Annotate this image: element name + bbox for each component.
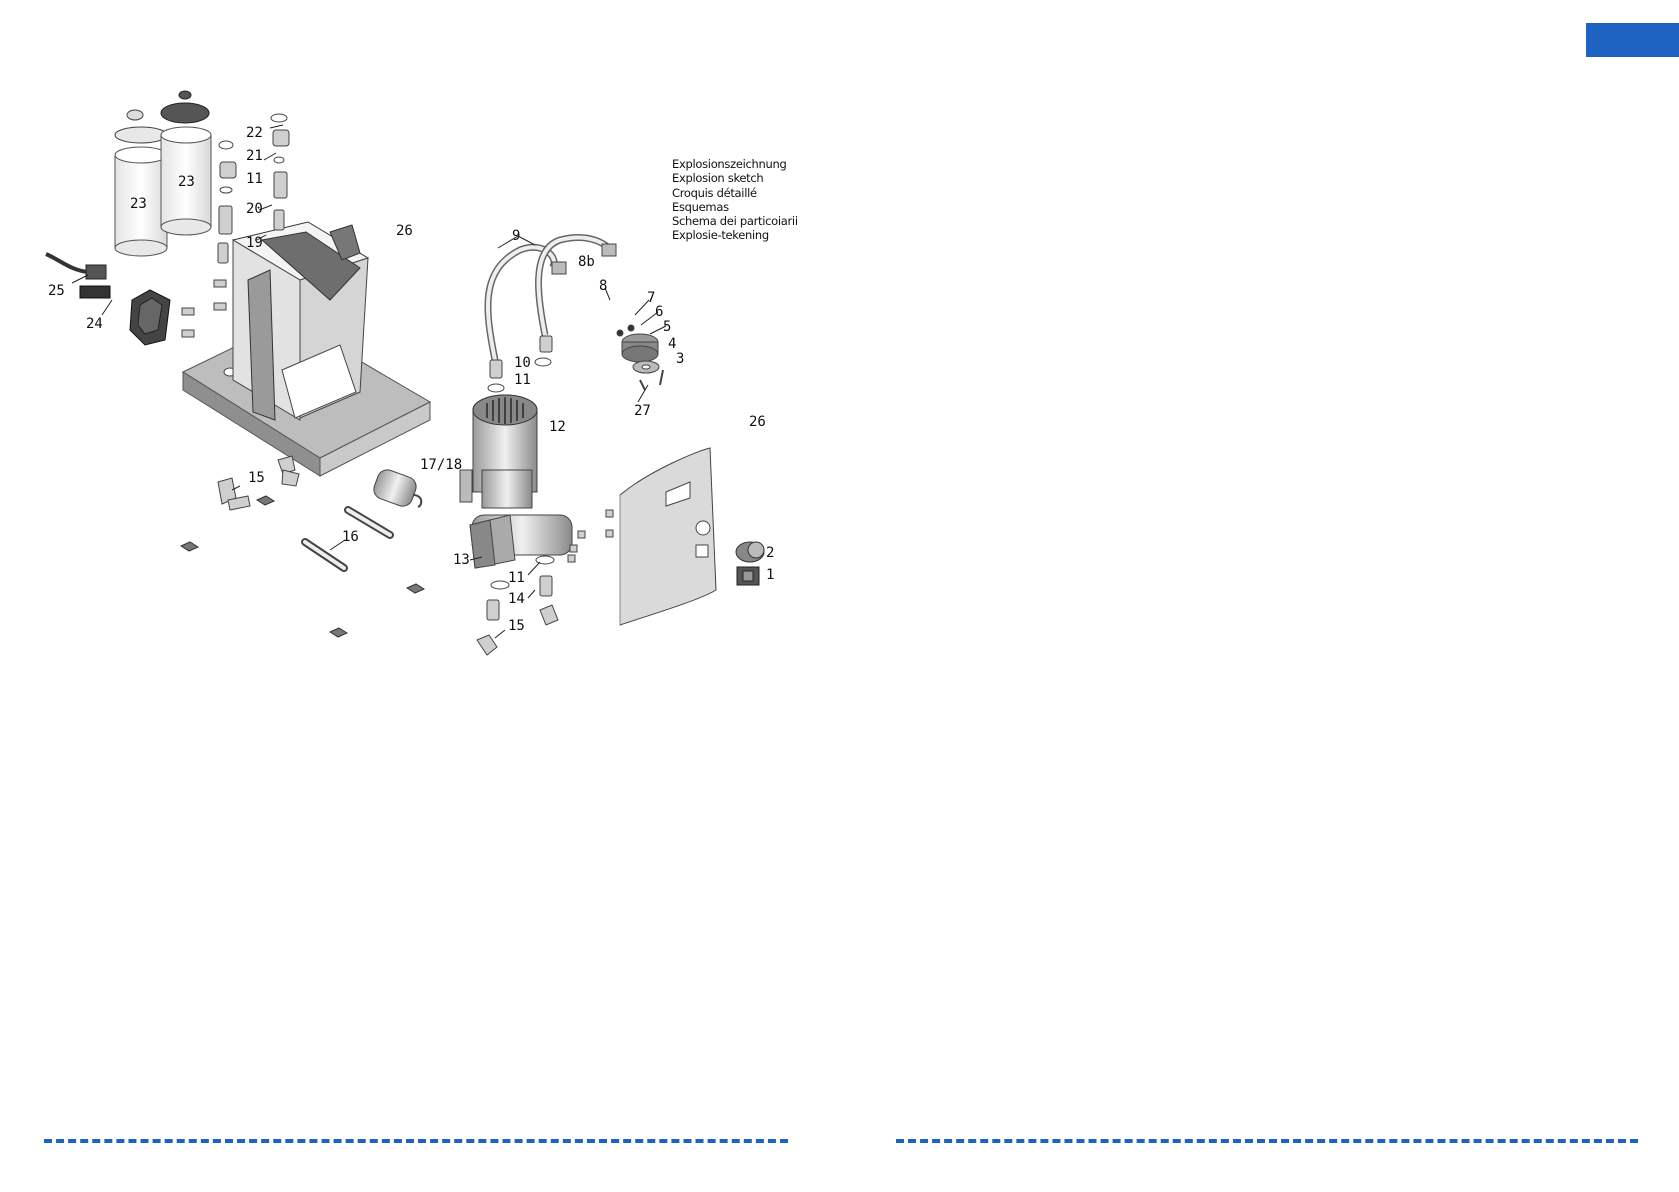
housing-frame [233,222,368,420]
part-label: 20 [246,201,263,217]
part-label: 8b [578,254,595,270]
part-label: 13 [453,552,470,568]
part-label: 14 [508,591,525,607]
part-label: 4 [668,336,676,352]
part-label: 12 [549,419,566,435]
capacitor [371,467,421,509]
part-label: 21 [246,148,263,164]
legend-line-en: Explosion sketch [672,171,798,185]
part-label: 15 [248,470,265,486]
legend-line-es: Esquemas [672,200,798,214]
part-label: 25 [48,283,65,299]
part-label: 23 [130,196,147,212]
part-label: 15 [508,618,525,634]
pump-head-parts [617,325,663,390]
part-label: 9 [512,228,520,244]
part-label: 8 [599,278,607,294]
part-label: 11 [514,372,531,388]
front-cover [620,448,716,625]
part-label: 6 [655,304,663,320]
legend-line-nl: Explosie-tekening [672,228,798,242]
cylinder-left [115,110,167,256]
part-label: 2 [766,545,774,561]
part-label: 27 [634,403,651,419]
legend-box: Explosionszeichnung Explosion sketch Cro… [672,157,798,243]
part-label: 1 [766,567,774,583]
rubber-feet [181,496,424,637]
legend-line-fr: Croquis détaillé [672,186,798,200]
footer-divider-left [44,1139,788,1143]
footer-divider-right [896,1139,1638,1143]
part-label: 26 [396,223,413,239]
cylinder-right [161,91,211,235]
part-label: 24 [86,316,103,332]
switch-housing [130,290,170,345]
part-label: 5 [663,319,671,335]
part-label: 3 [676,351,684,367]
part-label: 10 [514,355,531,371]
switch-parts [736,542,764,585]
part-label: 16 [342,529,359,545]
legend-line-de: Explosionszeichnung [672,157,798,171]
part-label: 26 [749,414,766,430]
part-label: 22 [246,125,263,141]
part-label: 23 [178,174,195,190]
legend-line-it: Schema dei particoiarii [672,214,798,228]
part-label: 19 [246,235,263,251]
part-label: 11 [246,171,263,187]
part-label: 17/18 [420,457,462,473]
part-label: 11 [508,570,525,586]
